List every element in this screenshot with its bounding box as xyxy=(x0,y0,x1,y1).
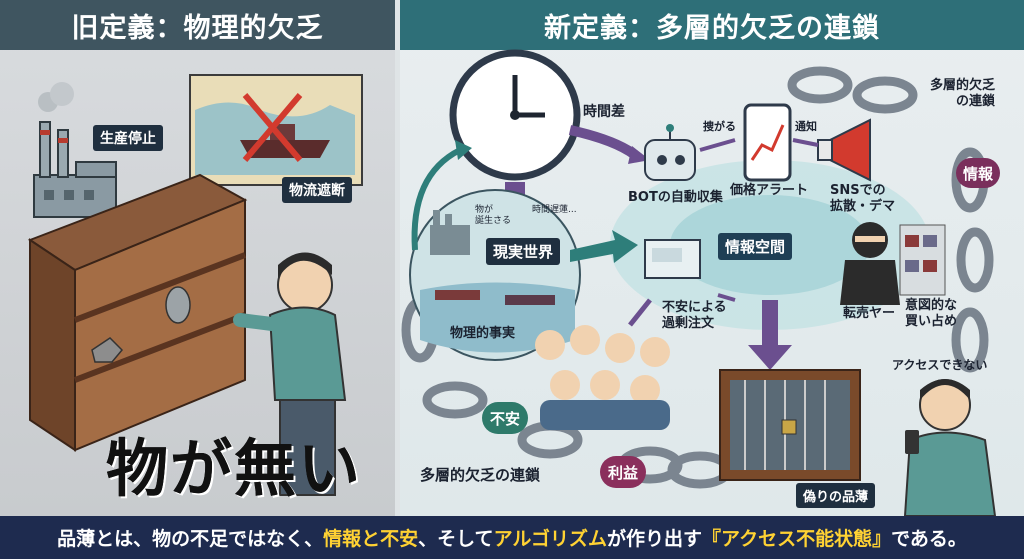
small-note-2: 時間遅蓮... xyxy=(532,205,577,215)
notify-label: 通知 xyxy=(795,120,817,133)
small-note-1: 物が 誕生さる xyxy=(475,205,512,226)
price-alert-label: 価格アラート xyxy=(730,183,809,198)
logistics-block-label: 物流遮断 xyxy=(282,177,352,203)
physical-fact-label: 物理的事実 xyxy=(450,326,516,341)
old-definition-illustration xyxy=(27,74,363,496)
production-stop-label: 生産停止 xyxy=(93,125,163,151)
fake-shortage-label: 偽りの品薄 xyxy=(796,483,876,508)
new-definition-panel: 新定義：多層的欠乏の連鎖 xyxy=(400,0,1024,516)
time-to-bot-arrow xyxy=(568,125,638,160)
old-definition-title: 旧定義：物理的欠乏 xyxy=(0,0,395,50)
clock-icon xyxy=(449,49,581,181)
new-definition-title: 新定義：多層的欠乏の連鎖 xyxy=(400,0,1024,50)
time-gap-label: 時間差 xyxy=(583,104,625,120)
anxiety-pill: 不安 xyxy=(482,402,528,434)
bot-icon xyxy=(644,124,696,181)
chain-top-label: 多層的欠乏 の連鎖 xyxy=(930,78,996,110)
factory-icon xyxy=(33,82,117,218)
summary-footer: 品薄とは、物の不足ではなく、情報と不安、そしてアルゴリズムが作り出す『アクセス不… xyxy=(0,516,1024,559)
megaphone-icon xyxy=(817,118,871,182)
real-to-info-arrow xyxy=(570,230,638,263)
no-access-label: アクセスできない xyxy=(892,358,988,372)
bot-label: BOTの自動収集 xyxy=(628,190,723,205)
info-pill: 情報 xyxy=(956,158,1000,188)
info-space-label: 情報空間 xyxy=(718,233,793,260)
real-world-icon xyxy=(409,189,581,361)
new-definition-illustration xyxy=(401,49,997,516)
reseller-icon xyxy=(840,222,946,305)
footer-text-4: である。 xyxy=(891,528,967,550)
footer-highlight-no-access: 『アクセス不能状態』 xyxy=(702,528,892,550)
anxious-crowd-icon xyxy=(535,325,670,430)
footer-text-3: が作り出す xyxy=(607,528,703,550)
loop-back-arrow xyxy=(411,147,462,251)
footer-text-1: 品薄とは、物の不足ではなく、 xyxy=(57,528,324,550)
info-to-crowd-arrow xyxy=(628,298,652,327)
footer-highlight-algorithm: アルゴリズム xyxy=(493,528,607,550)
anxiety-order-label: 不安による 過剰注文 xyxy=(662,300,727,332)
empty-shelf-icon xyxy=(27,173,248,452)
footer-highlight-info-anxiety: 情報と不安 xyxy=(323,528,419,550)
worried-person-icon xyxy=(233,252,347,496)
hoarding-label: 意図的な 買い占め xyxy=(905,298,958,330)
detect-label: 捜がる xyxy=(703,120,736,133)
reseller-label: 転売ヤー xyxy=(843,306,896,321)
price-alert-phone-icon xyxy=(743,103,792,182)
chain-icon xyxy=(401,66,994,489)
order-screen-icon xyxy=(644,239,701,279)
blocked-ship-map-icon xyxy=(189,74,363,186)
chain-bottom-label: 多層的欠乏の連鎖 xyxy=(420,466,541,484)
stressed-person-icon xyxy=(903,379,997,516)
sns-label: SNSでの 拡散・デマ xyxy=(830,183,896,215)
info-to-shelf-arrow xyxy=(748,300,792,370)
footer-text-2: 、そして xyxy=(418,528,494,550)
no-goods-headline: 物が無い xyxy=(106,432,363,505)
locked-shelf-icon xyxy=(719,369,861,481)
real-world-label: 現実世界 xyxy=(486,238,561,265)
old-definition-panel: 旧定義：物理的欠乏 xyxy=(0,0,395,516)
profit-pill: 利益 xyxy=(600,456,646,488)
